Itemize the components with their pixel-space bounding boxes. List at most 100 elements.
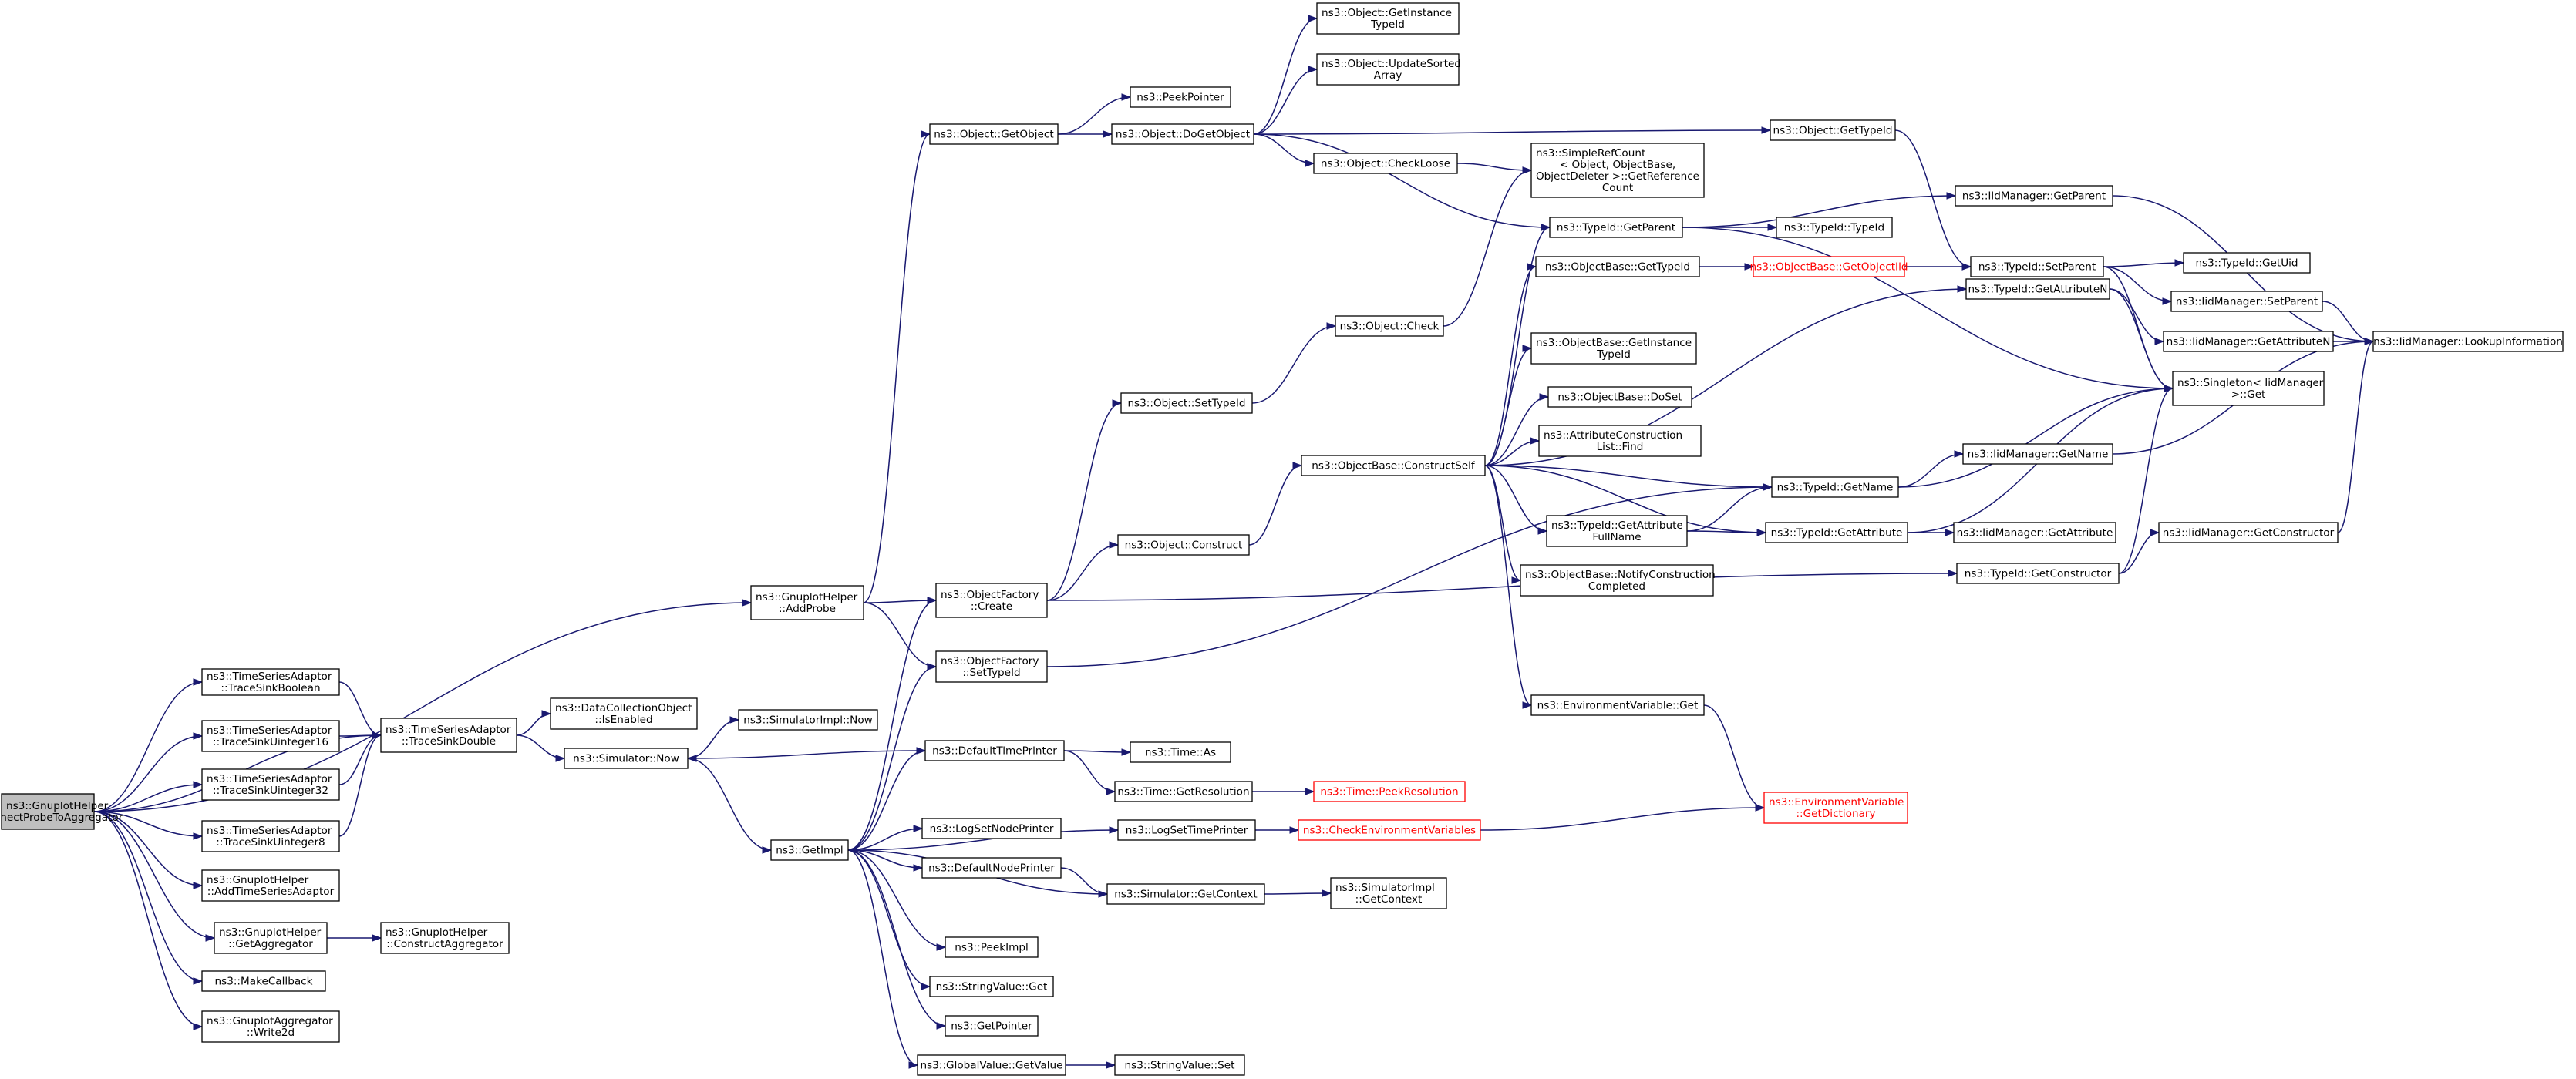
call-edge	[93, 735, 203, 812]
node-objSetTypeId[interactable]: ns3::Object::SetTypeId	[1120, 392, 1253, 414]
node-addProbe[interactable]: ns3::GnuplotHelper::AddProbe	[750, 585, 864, 620]
node-objCheckLoose[interactable]: ns3::Object::CheckLoose	[1313, 153, 1458, 174]
node-iidSetParent[interactable]: ns3::IidManager::SetParent	[2170, 291, 2323, 312]
node-label: TypeId	[1370, 18, 1405, 31]
arrowhead	[555, 755, 566, 762]
call-edge	[1480, 807, 1765, 831]
node-tsU16[interactable]: ns3::TimeSeriesAdaptor::TraceSinkUintege…	[201, 720, 340, 752]
node-srcGetRef[interactable]: ns3::SimpleRefCount< Object, ObjectBase,…	[1530, 143, 1705, 198]
node-tidTypeId[interactable]: ns3::TypeId::TypeId	[1776, 217, 1893, 238]
node-objCheck[interactable]: ns3::Object::Check	[1335, 315, 1444, 337]
node-envGet[interactable]: ns3::EnvironmentVariable::Get	[1530, 694, 1705, 716]
node-simImplNow[interactable]: ns3::SimulatorImpl::Now	[738, 709, 878, 731]
node-iidLookup[interactable]: ns3::IidManager::LookupInformation	[2372, 331, 2564, 352]
arrowhead	[193, 781, 204, 788]
node-label: < Object, ObjectBase,	[1560, 159, 1675, 171]
node-root[interactable]: ns3::GnuplotHelper::ConnectProbeToAggreg…	[0, 793, 123, 830]
node-label: ns3::PeekPointer	[1136, 92, 1224, 104]
call-edge	[863, 133, 931, 603]
node-tidSetParent[interactable]: ns3::TypeId::SetParent	[1970, 256, 2104, 277]
node-getImpl[interactable]: ns3::GetImpl	[770, 839, 849, 861]
node-tidGetParent[interactable]: ns3::TypeId::GetParent	[1549, 217, 1683, 238]
node-box	[921, 818, 1062, 839]
node-tsDouble[interactable]: ns3::TimeSeriesAdaptor::TraceSinkDouble	[380, 718, 517, 753]
node-lstp[interactable]: ns3::LogSetTimePrinter	[1117, 819, 1256, 841]
node-simGetContext[interactable]: ns3::Simulator::GetContext	[1106, 883, 1265, 905]
arrowhead	[1763, 483, 1773, 491]
node-svSet[interactable]: ns3::StringValue::Set	[1114, 1054, 1245, 1076]
node-obGetTypeId[interactable]: ns3::ObjectBase::GetTypeId	[1535, 256, 1700, 277]
node-obGetObjectIid[interactable]: ns3::ObjectBase::GetObjectIid	[1750, 256, 1908, 277]
node-iidGetAttribute[interactable]: ns3::IidManager::GetAttribute	[1953, 522, 2116, 543]
arrowhead	[1954, 450, 1965, 458]
node-doGetObject[interactable]: ns3::Object::DoGetObject	[1111, 123, 1254, 145]
call-edge	[847, 849, 918, 1066]
arrowhead	[193, 678, 204, 686]
node-tsBool[interactable]: ns3::TimeSeriesAdaptor::TraceSinkBoolean	[201, 668, 340, 696]
call-edge	[1046, 544, 1119, 601]
node-box	[1965, 278, 2110, 300]
node-svGet[interactable]: ns3::StringValue::Get	[929, 976, 1054, 997]
node-label: ns3::MakeCallback	[215, 976, 313, 988]
node-envGetDict[interactable]: ns3::EnvironmentVariable::GetDictionary	[1763, 792, 1908, 824]
node-timePeekRes[interactable]: ns3::Time::PeekResolution	[1313, 781, 1466, 802]
node-tidGetUid[interactable]: ns3::TypeId::GetUid	[2183, 252, 2311, 274]
arrowhead	[1744, 263, 1755, 271]
node-tsU32[interactable]: ns3::TimeSeriesAdaptor::TraceSinkUintege…	[201, 768, 340, 801]
node-iidGetAttrN[interactable]: ns3::IidManager::GetAttributeN	[2163, 331, 2334, 352]
node-getPointer[interactable]: ns3::GetPointer	[945, 1015, 1039, 1037]
node-tidGetConstructor[interactable]: ns3::TypeId::GetConstructor	[1956, 563, 2120, 584]
node-ofSetTypeId[interactable]: ns3::ObjectFactory::SetTypeId	[935, 650, 1048, 683]
node-iidGetConstructor[interactable]: ns3::IidManager::GetConstructor	[2158, 522, 2339, 543]
node-lsnp[interactable]: ns3::LogSetNodePrinter	[921, 818, 1062, 839]
node-iidGetParent[interactable]: ns3::IidManager::GetParent	[1955, 185, 2113, 207]
node-tidGetAttribute[interactable]: ns3::TypeId::GetAttribute	[1765, 522, 1908, 543]
node-objGetObject[interactable]: ns3::Object::GetObject	[929, 123, 1059, 145]
node-peekPointer[interactable]: ns3::PeekPointer	[1130, 86, 1231, 108]
node-singletonGet[interactable]: ns3::Singleton< IidManager >::Get	[2172, 371, 2325, 406]
arrowhead	[936, 943, 947, 951]
node-tidGetName[interactable]: ns3::TypeId::GetName	[1771, 476, 1899, 498]
node-label: ns3::Time::PeekResolution	[1320, 786, 1458, 798]
node-getAgg[interactable]: ns3::GnuplotHelper::GetAggregator	[214, 922, 328, 954]
node-iidGetName[interactable]: ns3::IidManager::GetName	[1962, 443, 2113, 465]
node-tidGetAttrN[interactable]: ns3::TypeId::GetAttributeN	[1965, 278, 2110, 300]
node-box	[1301, 455, 1486, 476]
node-gvGetValue[interactable]: ns3::GlobalValue::GetValue	[917, 1054, 1066, 1076]
node-write2d[interactable]: ns3::GnuplotAggregator::Write2d	[201, 1010, 340, 1043]
node-obDoSet[interactable]: ns3::ObjectBase::DoSet	[1547, 386, 1692, 408]
node-dcoEnabled[interactable]: ns3::DataCollectionObject::IsEnabled	[550, 697, 698, 730]
call-edge	[1253, 133, 1551, 228]
call-edge	[687, 750, 926, 759]
node-peekImpl[interactable]: ns3::PeekImpl	[945, 936, 1039, 958]
node-objConstruct[interactable]: ns3::Object::Construct	[1117, 534, 1250, 556]
node-ofCreate[interactable]: ns3::ObjectFactory::Create	[935, 583, 1048, 618]
node-timeAs[interactable]: ns3::Time::As	[1130, 741, 1231, 763]
node-obConstructSelf[interactable]: ns3::ObjectBase::ConstructSelf	[1301, 455, 1486, 476]
node-addTSA[interactable]: ns3::GnuplotHelper::AddTimeSeriesAdaptor	[201, 869, 340, 902]
call-edge	[338, 734, 382, 837]
node-label: ns3::ObjectBase::GetInstance	[1536, 337, 1692, 349]
call-edge	[1484, 348, 1532, 466]
node-objGetTypeId[interactable]: ns3::Object::GetTypeId	[1770, 119, 1896, 141]
node-simImplGetCtx[interactable]: ns3::SimulatorImpl::GetContext	[1330, 877, 1447, 909]
node-makeCb[interactable]: ns3::MakeCallback	[201, 970, 326, 992]
arrowhead	[1121, 93, 1132, 101]
node-tsU8[interactable]: ns3::TimeSeriesAdaptor::TraceSinkUintege…	[201, 820, 340, 852]
node-simNow[interactable]: ns3::Simulator::Now	[564, 748, 689, 769]
node-checkEnvVars[interactable]: ns3::CheckEnvironmentVariables	[1298, 819, 1481, 841]
node-label: ns3::IidManager::GetName	[1968, 449, 2109, 461]
node-timeGetRes[interactable]: ns3::Time::GetResolution	[1114, 781, 1253, 802]
node-dtp[interactable]: ns3::DefaultTimePrinter	[924, 740, 1065, 761]
node-box	[924, 740, 1065, 761]
call-edge	[1063, 750, 1116, 792]
node-constructAgg[interactable]: ns3::GnuplotHelper::ConstructAggregator	[380, 922, 510, 954]
node-obNotifyConstr[interactable]: ns3::ObjectBase::NotifyConstructionCompl…	[1520, 564, 1716, 597]
call-edge	[93, 811, 203, 886]
node-dnp[interactable]: ns3::DefaultNodePrinter	[921, 857, 1062, 879]
